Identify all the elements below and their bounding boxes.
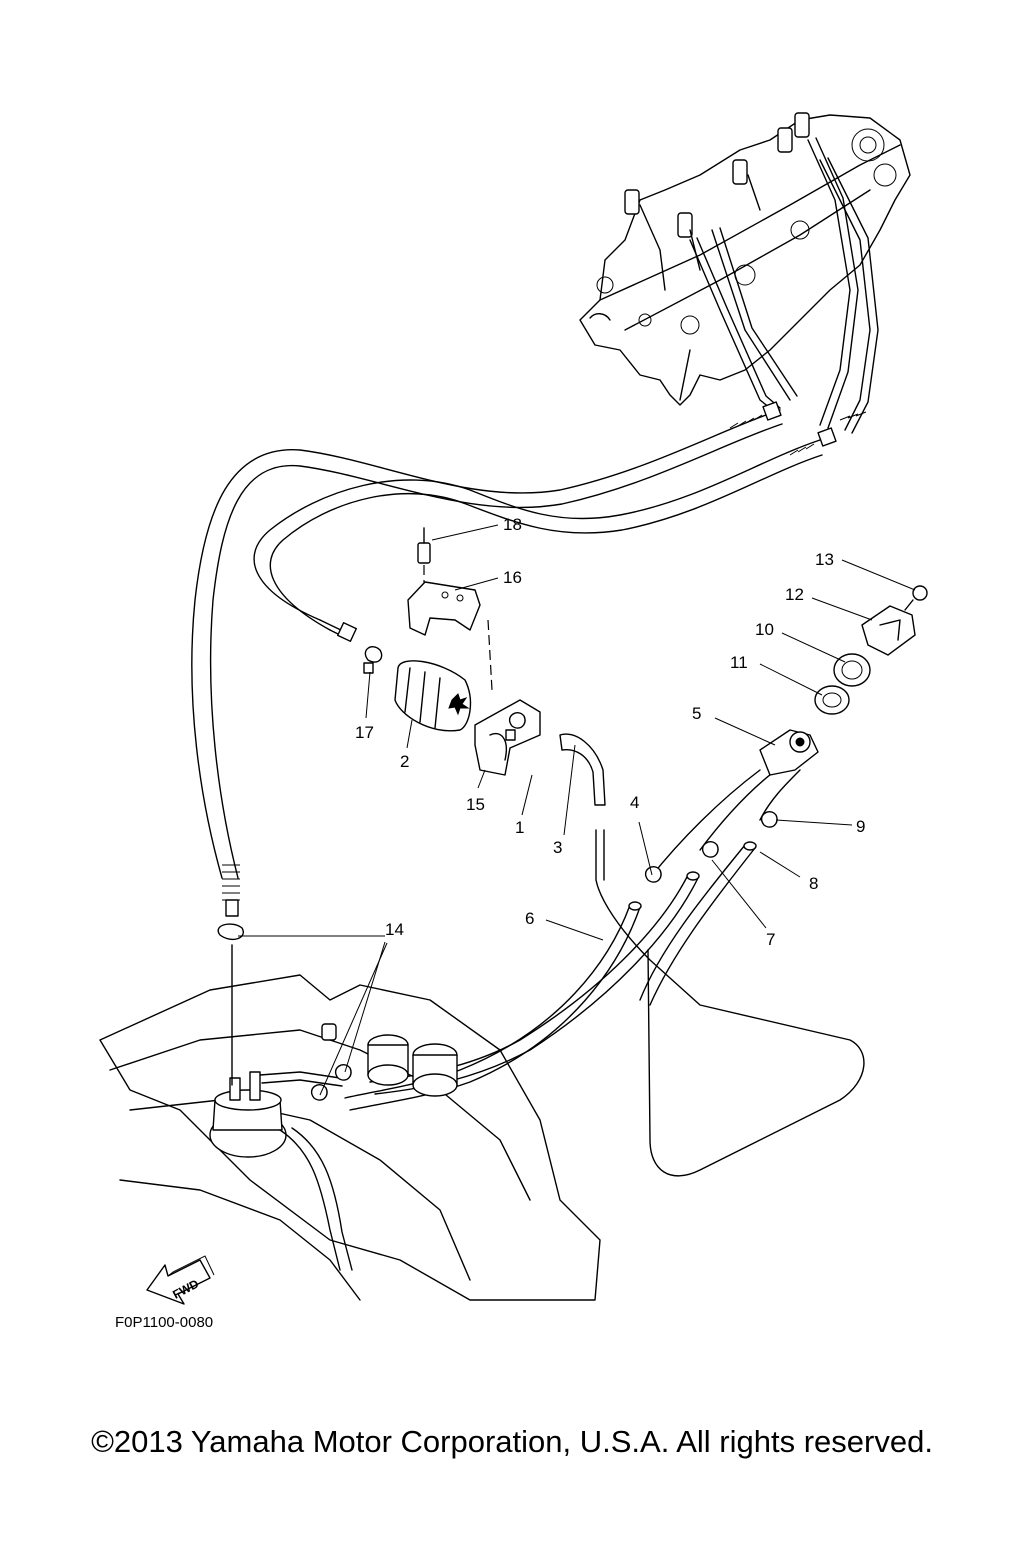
callout-9: 9	[856, 817, 865, 836]
copyright-notice: ©2013 Yamaha Motor Corporation, U.S.A. A…	[91, 1424, 933, 1459]
callout-14: 14	[385, 920, 404, 939]
leader-lines	[238, 524, 916, 1096]
callout-labels: 18 16 13 12 10 11 5 17 2 15 1 4 3 9 8 6 …	[355, 515, 865, 949]
callout-16: 16	[503, 568, 522, 587]
callout-2: 2	[400, 752, 409, 771]
callout-1: 1	[515, 818, 524, 837]
fuel-filter-assembly	[363, 527, 541, 776]
callout-3: 3	[553, 838, 562, 857]
drawing-code: F0P1100-0080	[115, 1314, 213, 1331]
forward-direction-arrow: FWD	[146, 1255, 215, 1305]
cap-parts	[814, 585, 928, 715]
callout-10: 10	[755, 620, 774, 639]
callout-12: 12	[785, 585, 804, 604]
fuel-tank-illustration	[99, 923, 601, 1301]
fuel-lines-to-tank	[344, 729, 865, 1177]
callout-7: 7	[766, 930, 775, 949]
callout-4: 4	[630, 793, 639, 812]
fuel-hoses	[191, 401, 867, 917]
callout-5: 5	[692, 704, 701, 723]
callout-8: 8	[809, 874, 818, 893]
callout-15: 15	[466, 795, 485, 814]
callout-18: 18	[503, 515, 522, 534]
callout-17: 17	[355, 723, 374, 742]
callout-6: 6	[525, 909, 534, 928]
callout-13: 13	[815, 550, 834, 569]
engine-block-illustration	[579, 112, 911, 434]
callout-11: 11	[730, 653, 748, 672]
